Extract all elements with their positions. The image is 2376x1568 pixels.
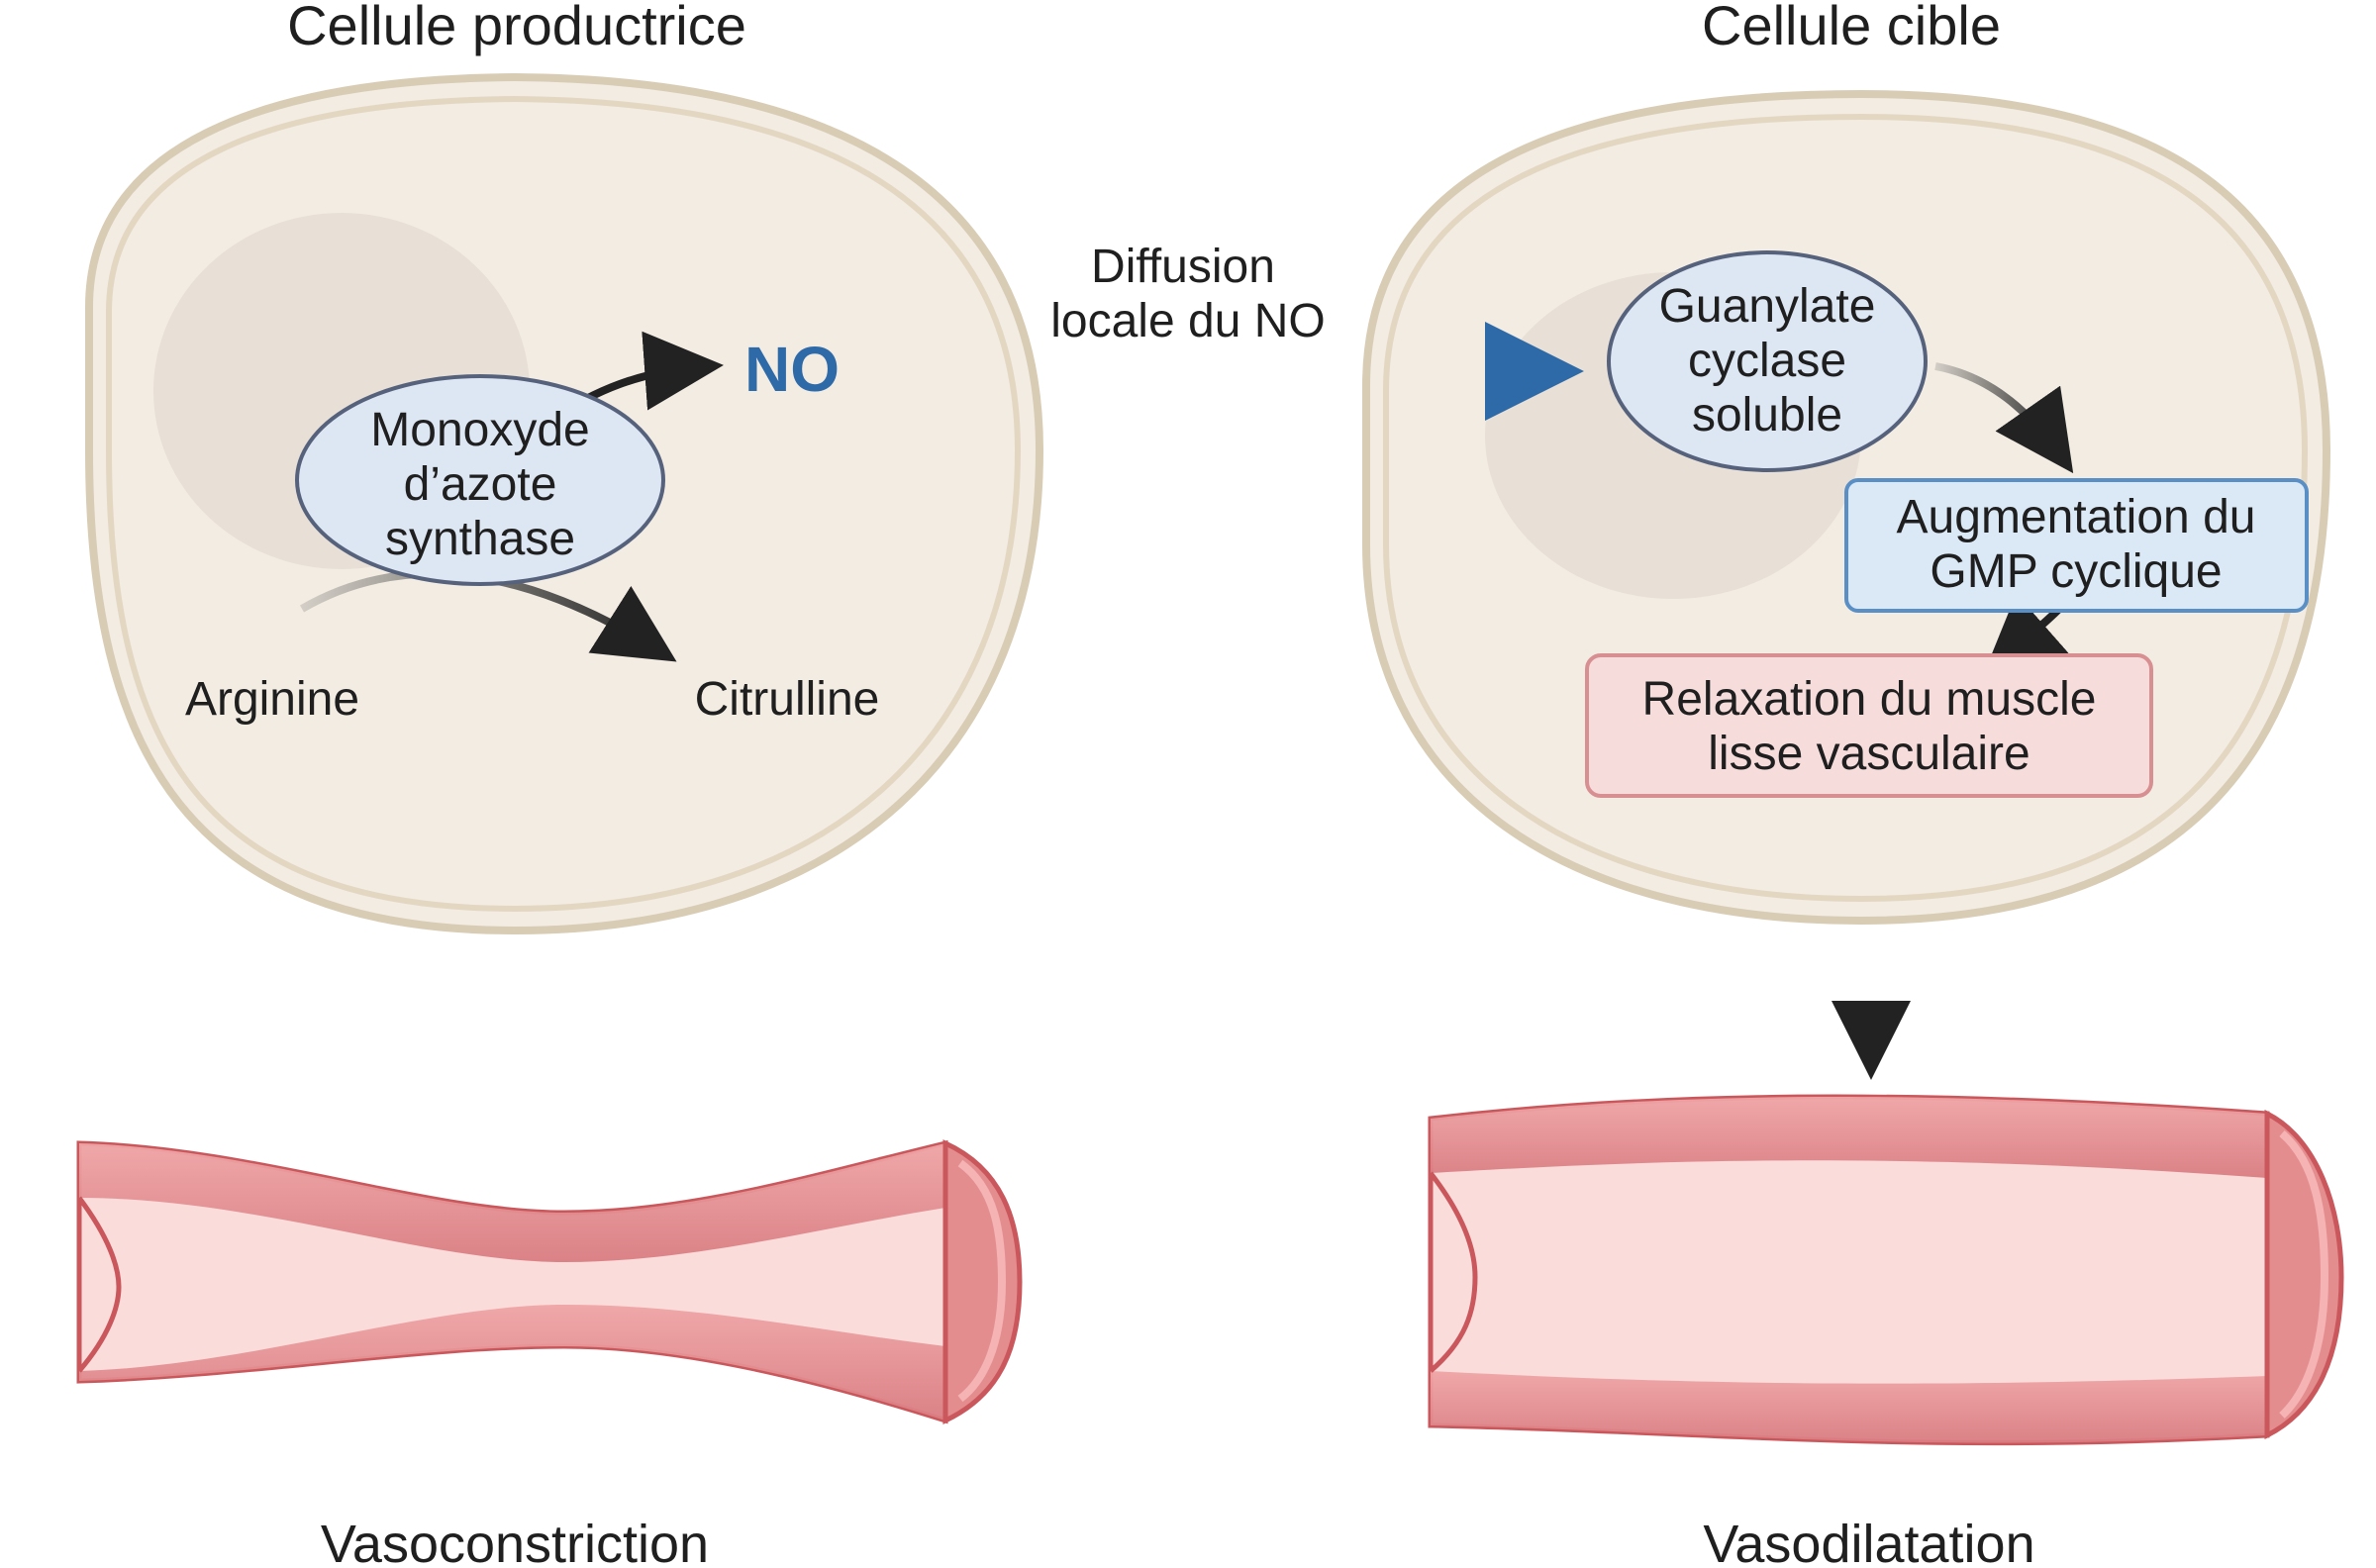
no-label: NO: [744, 334, 840, 405]
cgmp-label-line-2: GMP cyclique: [1930, 545, 2222, 598]
gc-label-line-2: cyclase: [1688, 335, 1846, 387]
constricted-vessel: [76, 1139, 1023, 1424]
cgmp-label-line-1: Augmentation du: [1897, 491, 2256, 543]
relaxation-label-line-1: Relaxation du muscle: [1642, 673, 2097, 726]
cgmp-box: [1844, 478, 2309, 613]
diffusion-label-line-2: locale du NO: [1050, 295, 1325, 347]
target-cell-title: Cellule cible: [1702, 0, 2001, 56]
arginine-label: Arginine: [185, 673, 359, 726]
vasoconstriction-label: Vasoconstriction: [321, 1515, 709, 1568]
nos-enzyme-node: [295, 374, 665, 586]
nos-label-line-1: Monoxyde: [370, 404, 589, 456]
gc-label-line-3: soluble: [1692, 389, 1842, 441]
diffusion-label-line-1: Diffusion: [1091, 241, 1275, 293]
producer-cell-title: Cellule productrice: [287, 0, 746, 56]
nos-label-line-3: synthase: [385, 513, 575, 565]
vasodilatation-label: Vasodilatation: [1703, 1515, 2034, 1568]
relaxation-box: [1585, 653, 2153, 798]
citrulline-label: Citrulline: [695, 673, 880, 726]
relaxation-label-line-2: lisse vasculaire: [1708, 728, 2030, 780]
nos-label-line-2: d’azote: [404, 458, 557, 511]
gc-label-line-1: Guanylate: [1659, 280, 1876, 333]
gc-to-cgmp-arrow: [1934, 362, 2074, 474]
guanylate-cyclase-node: [1607, 250, 1928, 472]
dilated-vessel: [1428, 1094, 2344, 1446]
